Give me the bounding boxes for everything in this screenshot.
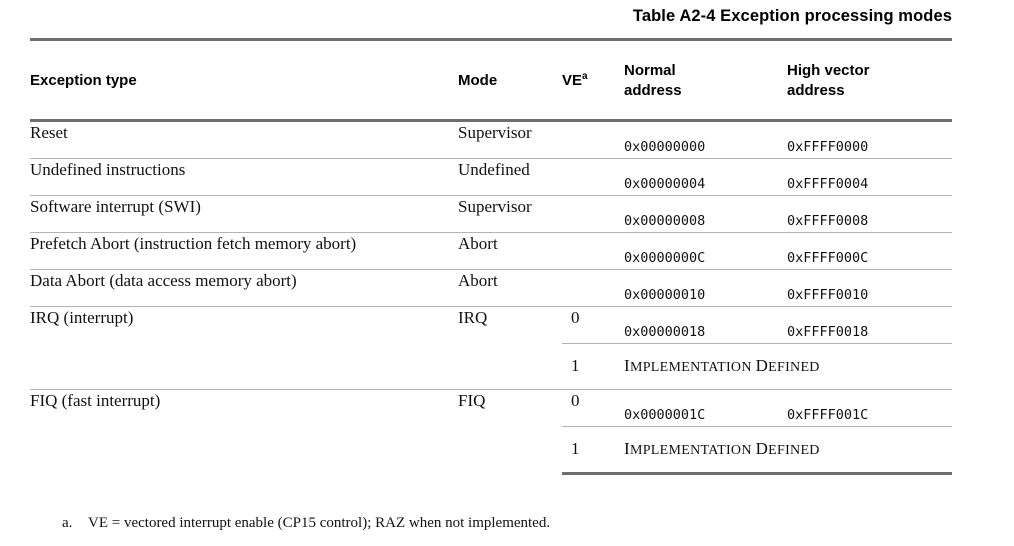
table-footnote: a. VE = vectored interrupt enable (CP15 c… [62, 513, 550, 533]
cell-exception-type: IRQ (interrupt) [30, 306, 458, 390]
cell-mode: IRQ [458, 306, 562, 390]
cell-exception-type: Prefetch Abort (instruction fetch memory… [30, 232, 458, 270]
cell-normal-address: 0x0000001C [624, 389, 787, 427]
table-row: IRQ (interrupt) IRQ 0 0x00000018 0xFFFF0… [30, 306, 952, 390]
table-row: Data Abort (data access memory abort) Ab… [30, 269, 952, 307]
cell-normal-address: 0x00000010 [624, 269, 787, 307]
cell-high-vector-address: 0xFFFF0000 [787, 139, 869, 155]
cell-mode: Abort [458, 269, 562, 307]
column-header-exception-type: Exception type [30, 38, 458, 122]
cell-high-vector-address: 0xFFFF0004 [787, 158, 952, 196]
table-row: 1 IMPLEMENTATION DEFINED [30, 343, 952, 390]
footnote-text: VE = vectored interrupt enable (CP15 con… [88, 515, 551, 531]
table-row: Undefined instructions Undefined 0x00000… [30, 158, 952, 196]
cell-high-vector-address: 0xFFFF0010 [787, 269, 952, 307]
cell-high-vector-address: 0xFFFF0018 [787, 306, 952, 344]
cell-ve: 1 [562, 343, 624, 390]
column-header-normal-address: Normal address [624, 38, 787, 122]
cell-normal-address: 0x0000000C [624, 232, 787, 270]
table-row: 1 IMPLEMENTATION DEFINED [30, 426, 952, 475]
column-header-high-vector-address: High vector address [787, 38, 952, 122]
cell-normal-address: 0x00000004 [624, 158, 787, 196]
cell-exception-type: Reset [30, 123, 68, 142]
cell-mode: Supervisor [458, 123, 532, 142]
cell-ve [562, 232, 624, 270]
normal-address-line-2: address [624, 82, 682, 99]
high-vector-line-2: address [787, 82, 845, 99]
cell-ve: 0 [562, 389, 624, 427]
cell-exception-type: FIQ (fast interrupt) [30, 389, 458, 474]
normal-address-line-1: Normal [624, 62, 676, 79]
impdef-mplementation: MPLEMENTATION [629, 443, 752, 458]
cell-high-vector-address: 0xFFFF0008 [787, 195, 952, 233]
table-row: Prefetch Abort (instruction fetch memory… [30, 232, 952, 270]
table-row: Reset Supervisor 0x00000000 0xFFFF0000 [30, 121, 952, 159]
impdef-i: I [624, 356, 630, 375]
impdef-mplementation: MPLEMENTATION [629, 360, 752, 375]
cell-ve [562, 269, 624, 307]
exception-modes-table-wrapper: Exception type Mode VEa Normal address H… [30, 38, 952, 475]
cell-mode: Undefined [458, 158, 562, 196]
cell-normal-address: 0x00000008 [624, 195, 787, 233]
table-row: Software interrupt (SWI) Supervisor 0x00… [30, 195, 952, 233]
cell-ve [562, 158, 624, 196]
cell-mode: Abort [458, 232, 562, 270]
cell-mode: FIQ [458, 389, 562, 474]
cell-implementation-defined: IMPLEMENTATION DEFINED [624, 343, 952, 390]
cell-mode: Supervisor [458, 195, 562, 233]
high-vector-line-1: High vector [787, 62, 870, 79]
cell-exception-type: Undefined instructions [30, 158, 458, 196]
exception-processing-modes-table: Exception type Mode VEa Normal address H… [30, 38, 952, 475]
table-header-row: Exception type Mode VEa Normal address H… [30, 38, 952, 122]
cell-high-vector-address: 0xFFFF000C [787, 232, 952, 270]
footnote-marker: a. [62, 515, 73, 531]
impdef-d: D [755, 356, 769, 375]
impdef-efined: EFINED [768, 443, 820, 458]
table-caption: Table A2-4 Exception processing modes [632, 7, 952, 25]
cell-ve: 1 [562, 426, 624, 475]
column-header-ve-text: VE [562, 72, 583, 89]
impdef-d: D [755, 439, 769, 458]
cell-ve [562, 121, 624, 159]
cell-exception-type: Data Abort (data access memory abort) [30, 269, 458, 307]
cell-high-vector-address: 0xFFFF001C [787, 389, 952, 427]
cell-normal-address: 0x00000018 [624, 306, 787, 344]
impdef-efined: EFINED [768, 360, 820, 375]
impdef-i: I [624, 439, 630, 458]
cell-implementation-defined: IMPLEMENTATION DEFINED [624, 426, 952, 475]
column-header-ve: VEa [562, 38, 624, 122]
cell-exception-type: Software interrupt (SWI) [30, 195, 458, 233]
column-header-mode: Mode [458, 38, 562, 122]
cell-ve: 0 [562, 306, 624, 344]
footnote-reference-a: a [582, 71, 588, 82]
cell-normal-address: 0x00000000 [624, 139, 706, 155]
table-row: FIQ (fast interrupt) FIQ 0 0x0000001C 0x… [30, 389, 952, 474]
cell-ve [562, 195, 624, 233]
